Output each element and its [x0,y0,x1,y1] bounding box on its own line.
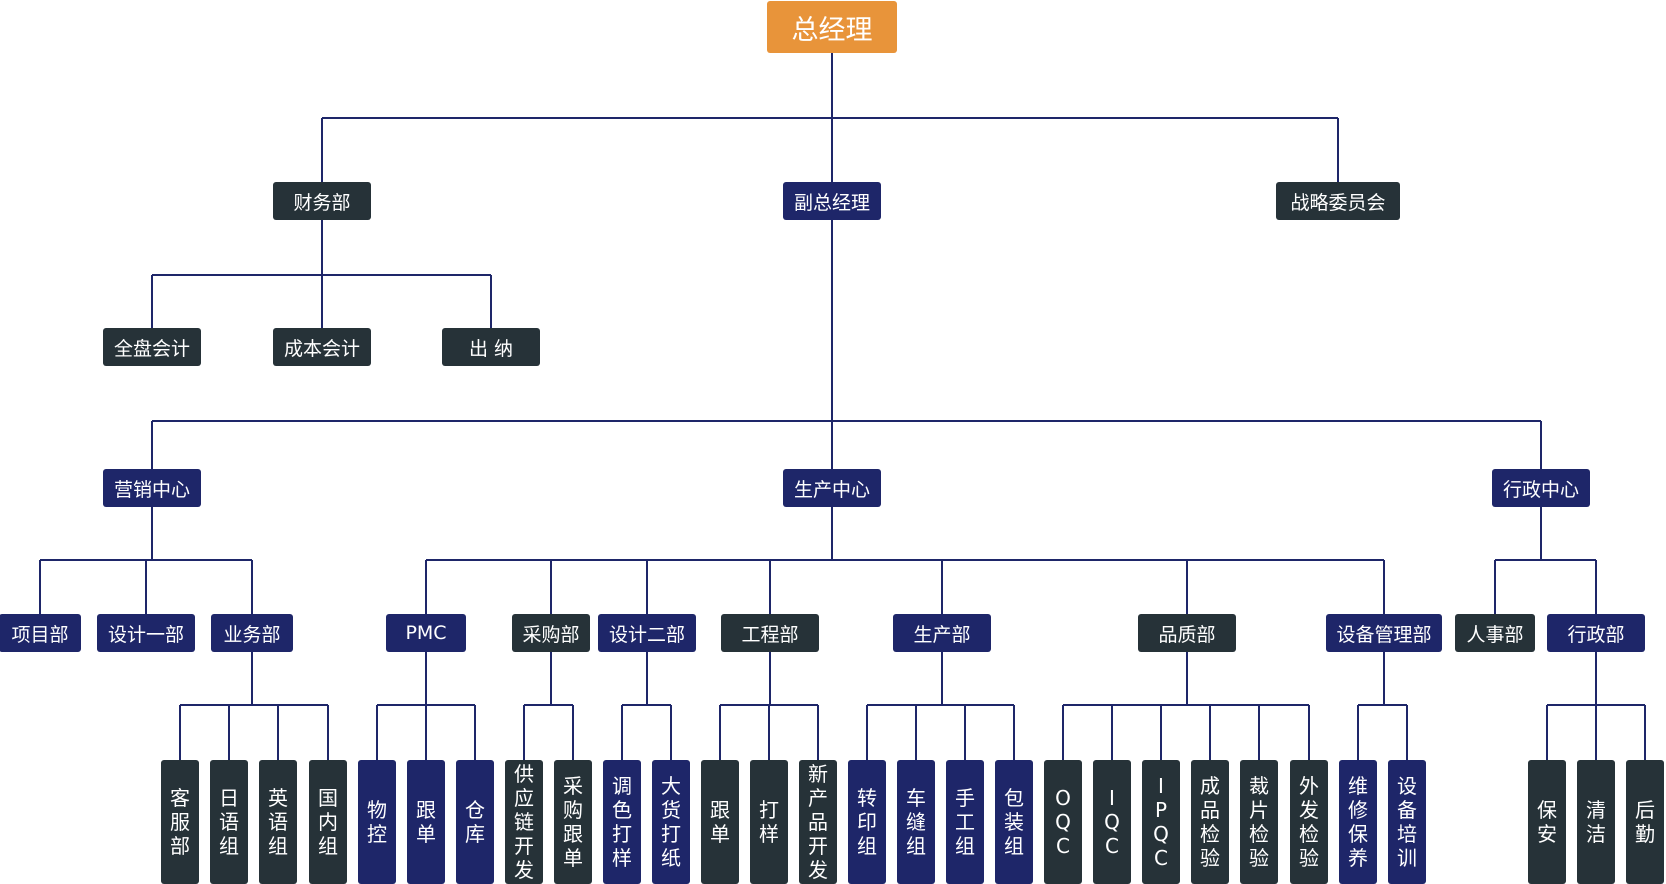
org-node-label: 客服部 [170,786,190,858]
org-node-手工组: 手工组 [946,760,984,884]
org-node-label: 新产品开发 [808,762,828,882]
org-node-外发检验: 外发检验 [1290,760,1328,884]
org-node-label: 跟单 [416,798,436,846]
org-node-新产品开发: 新产品开发 [799,760,837,884]
org-node-设计二部: 设计二部 [598,614,696,652]
org-node-日语组: 日语组 [210,760,248,884]
org-node-财务部: 财务部 [273,182,371,220]
org-node-生产部: 生产部 [893,614,991,652]
org-node-车缝组: 车缝组 [897,760,935,884]
org-node-label: 设备培训 [1397,774,1417,870]
org-node-label: 保安 [1537,798,1557,846]
org-node-行政部: 行政部 [1547,614,1645,652]
org-node-label: 国内组 [318,786,338,858]
org-node-label: 英语组 [268,786,288,858]
org-node-label: 打样 [759,798,779,846]
org-node-成品检验: 成品检验 [1191,760,1229,884]
org-node-设备培训: 设备培训 [1388,760,1426,884]
org-node-人事部: 人事部 [1455,614,1535,652]
org-node-label: 包装组 [1004,786,1024,858]
org-node-后勤: 后勤 [1626,760,1664,884]
org-node-国内组: 国内组 [309,760,347,884]
org-node-客服部: 客服部 [161,760,199,884]
org-node-调色打样: 调色打样 [603,760,641,884]
org-node-行政中心: 行政中心 [1492,469,1590,507]
org-node-品质部: 品质部 [1138,614,1236,652]
org-node-label: 物控 [367,798,387,846]
org-node-跟单: 跟单 [701,760,739,884]
org-node-label: 车缝组 [906,786,926,858]
org-node-裁片检验: 裁片检验 [1240,760,1278,884]
org-node-出纳: 出 纳 [442,328,540,366]
org-node-战略委员会: 战略委员会 [1276,182,1400,220]
org-node-维修保养: 维修保养 [1339,760,1377,884]
org-node-设计一部: 设计一部 [97,614,195,652]
org-node-工程部: 工程部 [721,614,819,652]
org-node-清洁: 清洁 [1577,760,1615,884]
org-node-生产中心: 生产中心 [783,469,881,507]
org-node-转印组: 转印组 [848,760,886,884]
org-node-label: 日语组 [219,786,239,858]
org-node-副总经理: 副总经理 [783,182,881,220]
org-node-大货打纸: 大货打纸 [652,760,690,884]
org-node-英语组: 英语组 [259,760,297,884]
org-node-仓库: 仓库 [456,760,494,884]
org-node-PMC: PMC [386,614,466,652]
org-node-总经理: 总经理 [767,1,897,53]
org-node-label: 转印组 [857,786,877,858]
org-node-营销中心: 营销中心 [103,469,201,507]
org-node-label: 跟单 [710,798,730,846]
org-node-label: 调色打样 [612,774,632,870]
org-node-供应链开发: 供应链开发 [505,760,543,884]
org-node-包装组: 包装组 [995,760,1033,884]
org-node-全盘会计: 全盘会计 [103,328,201,366]
org-node-label: 采购跟单 [563,774,583,870]
org-node-保安: 保安 [1528,760,1566,884]
org-node-项目部: 项目部 [0,614,81,652]
org-node-label: 手工组 [955,786,975,858]
org-node-label: 成品检验 [1200,774,1220,870]
org-node-label: 供应链开发 [514,762,534,882]
org-node-label: 仓库 [465,798,485,846]
org-node-label: 后勤 [1635,798,1655,846]
org-node-label: 外发检验 [1299,774,1319,870]
org-node-业务部: 业务部 [211,614,293,652]
org-node-打样: 打样 [750,760,788,884]
org-node-跟单: 跟单 [407,760,445,884]
org-node-label: 清洁 [1586,798,1606,846]
org-node-label: 维修保养 [1348,774,1368,870]
org-node-采购部: 采购部 [512,614,590,652]
org-node-label: 大货打纸 [661,774,681,870]
org-node-设备管理部: 设备管理部 [1326,614,1442,652]
org-node-label: 裁片检验 [1249,774,1269,870]
org-node-采购跟单: 采购跟单 [554,760,592,884]
org-node-成本会计: 成本会计 [273,328,371,366]
org-node-物控: 物控 [358,760,396,884]
